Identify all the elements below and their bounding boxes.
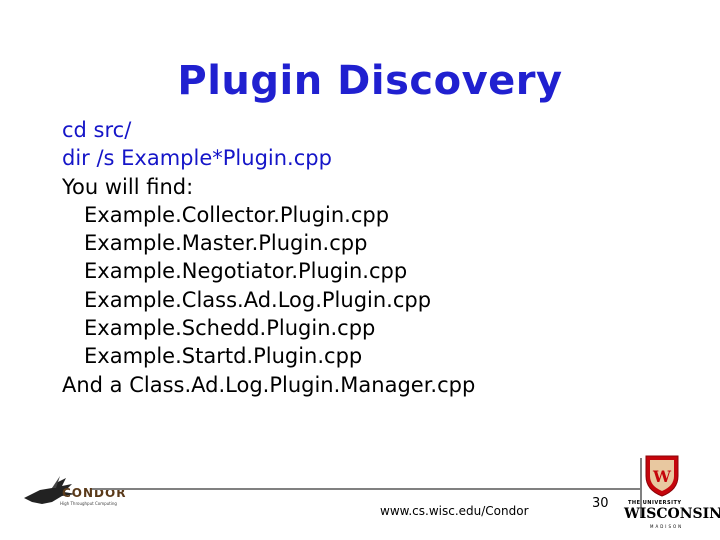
condor-tagline: High Throughput Computing (60, 501, 117, 506)
body-line: Example.Class.Ad.Log.Plugin.cpp (84, 287, 432, 312)
uw-wisconsin-wordmark: WISCONSIN (624, 506, 720, 522)
body-line: Example.Master.Plugin.cpp (84, 231, 368, 256)
uw-crest-icon: W (645, 455, 679, 497)
page-number: 30 (592, 496, 609, 511)
footer-url-link[interactable]: www.cs.wisc.edu/Condor (380, 504, 529, 518)
uw-university-label: THE UNIVERSITY (628, 500, 682, 506)
condor-bird-logo-icon (24, 476, 76, 504)
body-line: Example.Startd.Plugin.cpp (84, 344, 363, 369)
footer-rule-vertical (640, 458, 642, 518)
body-line: You will find: (62, 174, 194, 199)
slide-title: Plugin Discovery (177, 58, 563, 104)
uw-madison-label: MADISON (650, 524, 684, 529)
slide-body: cd src/ dir /s Example*Plugin.cpp You wi… (62, 116, 475, 399)
body-line: Example.Negotiator.Plugin.cpp (84, 259, 408, 284)
svg-text:W: W (652, 467, 672, 486)
footer-rule (92, 488, 640, 490)
body-line: Example.Schedd.Plugin.cpp (84, 316, 376, 341)
body-line: cd src/ (62, 118, 132, 142)
body-line: Example.Collector.Plugin.cpp (84, 202, 390, 227)
body-line: And a Class.Ad.Log.Plugin.Manager.cpp (62, 372, 476, 397)
body-line: dir /s Example*Plugin.cpp (62, 146, 332, 171)
